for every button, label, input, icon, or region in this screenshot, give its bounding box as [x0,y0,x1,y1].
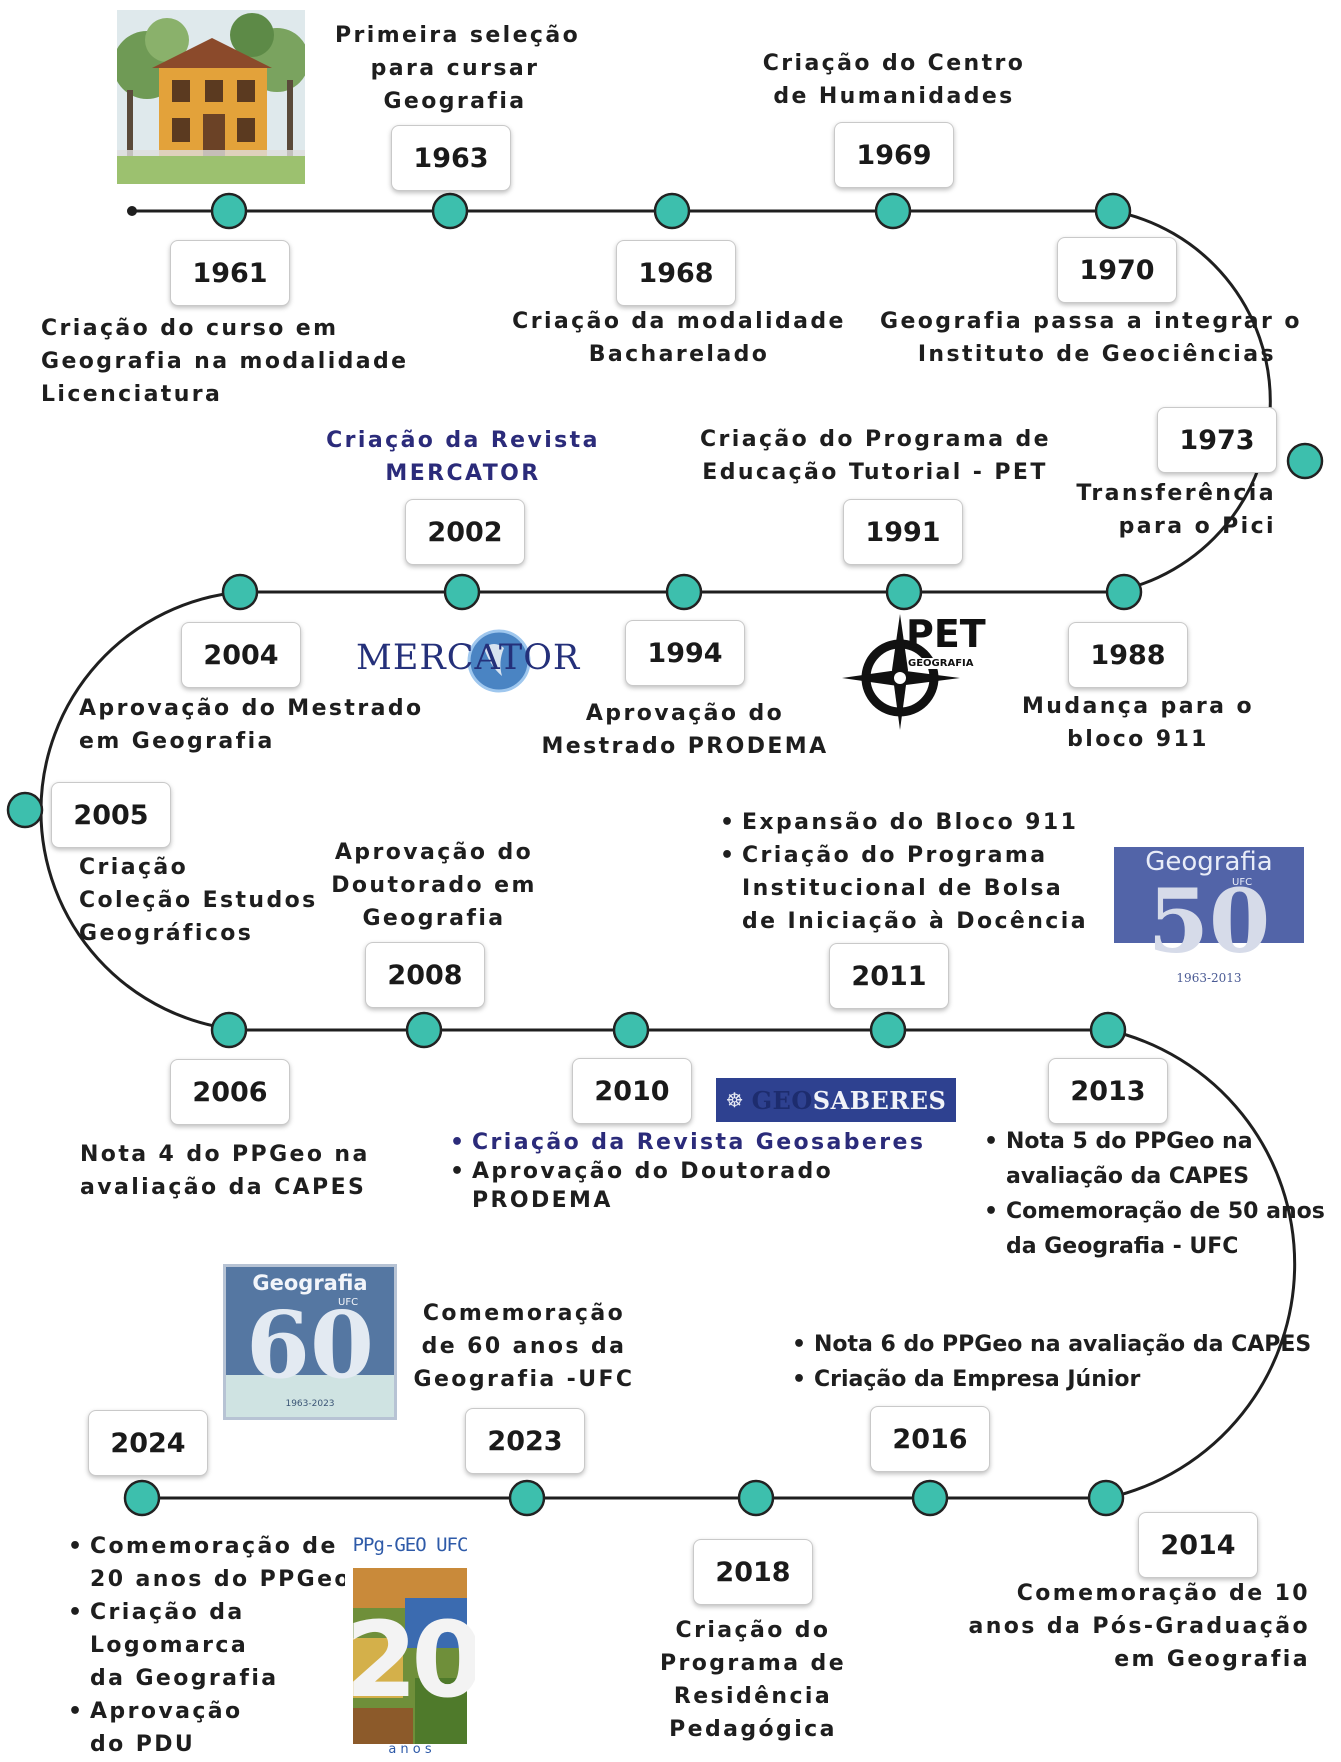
year-box: 1970 [1057,237,1177,303]
event-text-2011: Expansão do Bloco 911 Criação do Program… [718,806,1088,938]
year-box: 1963 [391,125,511,191]
year-box: 2024 [88,1410,208,1476]
year-box: 2008 [365,942,485,1008]
node-1968 [653,192,691,230]
year-box: 1961 [170,240,290,306]
node-2018 [737,1479,775,1517]
year-box: 2004 [181,622,301,688]
event-text-2013: Nota 5 do PPGeo na avaliação da CAPES Co… [982,1124,1325,1264]
year-box: 2006 [170,1059,290,1125]
year-box: 1991 [843,499,963,565]
year-box: 1994 [625,620,745,686]
ppggeo-20-anos-logo: PPg-GEO UFC 20 a n o s [345,1532,475,1762]
node-1961 [210,192,248,230]
year-box: 2005 [51,782,171,848]
year-box: 1988 [1068,622,1188,688]
year-box: 1969 [834,122,954,188]
event-text-2016: Nota 6 do PPGeo na avaliação da CAPES Cr… [790,1327,1311,1397]
year-box: 1973 [1157,407,1277,473]
pet-logo: PET GEOGRAFIA [842,612,986,732]
node-1969 [874,192,912,230]
event-text-2010: Criação da Revista Geosaberes Aprovação … [448,1128,925,1215]
node-2016 [911,1479,949,1517]
year-box: 2016 [870,1406,990,1472]
node-2005 [6,791,44,829]
year-box: 2002 [405,499,525,565]
year-box: 2014 [1138,1512,1258,1578]
node-1970 [1094,192,1132,230]
geosaberes-logo: ☸ GEOSABERES [716,1078,956,1122]
mercator-logo: MERCATOR [354,628,579,698]
node-2004 [221,573,259,611]
node-2011 [869,1011,907,1049]
node-2024 [123,1479,161,1517]
node-2002 [443,573,481,611]
geografia-60-logo: Geografia UFC 60 1963-2023 [223,1264,397,1420]
node-1988 [1105,573,1143,611]
node-2013 [1089,1011,1127,1049]
year-box: 2011 [829,943,949,1009]
geografia-50-logo: Geografia UFC 50 1963-2013 [1114,847,1304,990]
ship-wheel-icon: ☸ [725,1088,744,1112]
node-1973 [1286,442,1324,480]
node-2006 [210,1011,248,1049]
year-box: 2023 [465,1408,585,1474]
node-1994 [665,573,703,611]
year-box: 2013 [1048,1058,1168,1124]
node-2010 [612,1011,650,1049]
year-box: 1968 [616,240,736,306]
node-2023 [508,1479,546,1517]
node-2008 [405,1011,443,1049]
node-2014 [1087,1479,1125,1517]
timeline-start-dot [127,206,137,216]
year-box: 2018 [693,1539,813,1605]
year-box: 2010 [572,1058,692,1124]
event-text-2024: Comemoração de 20 anos do PPGeo Criação … [66,1530,352,1761]
node-1991 [885,573,923,611]
node-1963 [431,192,469,230]
house-illustration [117,10,305,184]
